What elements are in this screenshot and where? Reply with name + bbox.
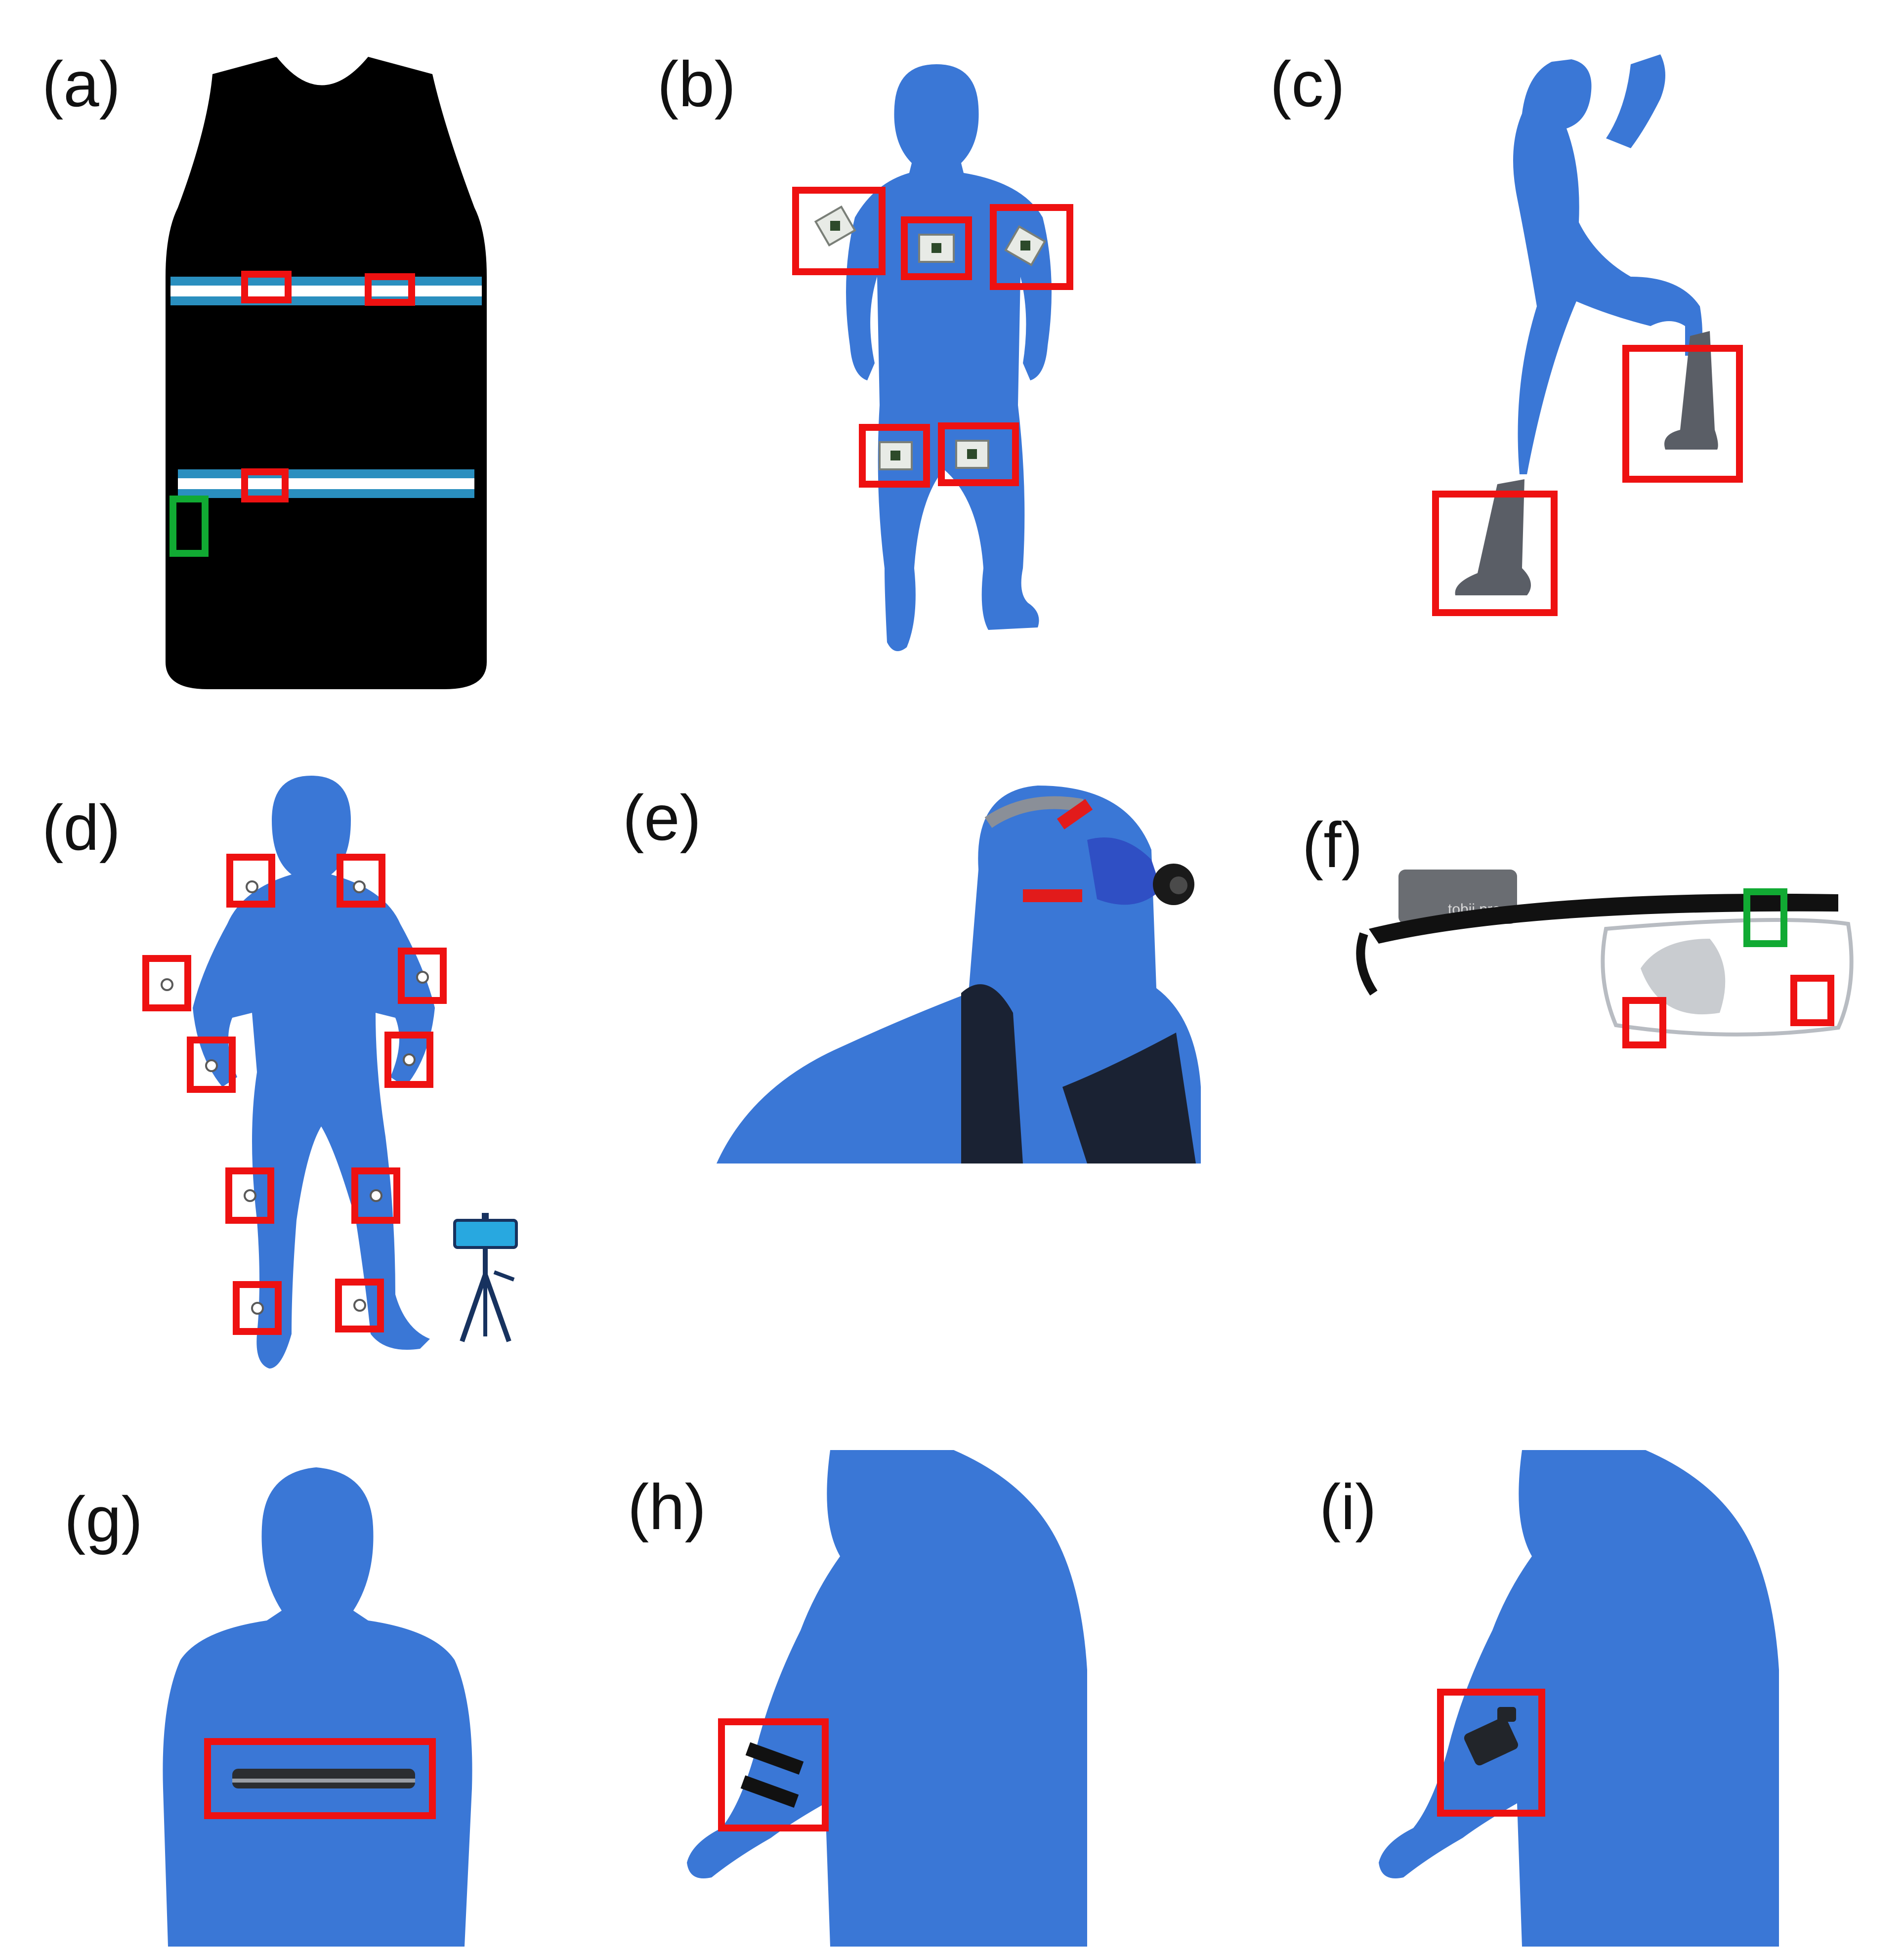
panel-g-label: (g) — [64, 1483, 143, 1555]
camera-tripod-icon — [453, 1213, 518, 1342]
marker-elbow-left-box — [398, 948, 447, 1004]
eye-camera-left-box — [1622, 997, 1666, 1048]
upper-arm-left-box — [990, 204, 1073, 290]
panel-a-label: (a) — [42, 48, 121, 120]
strap-red-upper — [1057, 799, 1093, 830]
shank-lower-box — [1432, 491, 1558, 616]
panel-a: (a) — [42, 48, 487, 689]
marker-knee-right-box — [225, 1167, 274, 1224]
scene-camera-box — [1743, 888, 1787, 947]
upper-arm-right-box — [792, 187, 886, 275]
head-strap — [984, 796, 1084, 828]
marker-wrist-right-box — [187, 1037, 236, 1093]
forearm-band-lower — [740, 1775, 799, 1808]
panel-h: (h) — [628, 1450, 1087, 1947]
imu-chip — [931, 243, 941, 253]
marker-ankle-left — [353, 1299, 366, 1312]
marker-knee-left — [370, 1189, 382, 1202]
marker-ankle-right-box — [233, 1281, 282, 1335]
panel-d-label: (d) — [42, 791, 121, 864]
panel-d: (d) — [42, 776, 518, 1369]
panel-f-label: (f) — [1302, 809, 1363, 881]
marker-shoulder-left-box — [337, 854, 385, 908]
shank-sensor-upper — [1664, 331, 1718, 450]
body-silhouette-arm-device — [1379, 1450, 1779, 1947]
shank-upper-box — [1622, 345, 1743, 483]
chest-box — [901, 216, 972, 280]
panel-e: (e) — [623, 782, 1201, 1163]
forearm-device-box — [1437, 1689, 1545, 1817]
thigh-right-box — [859, 424, 930, 488]
panel-g: (g) — [64, 1467, 472, 1947]
thigh-left-box — [938, 422, 1019, 486]
panel-f: (f) tobii pro — [1302, 809, 1854, 1048]
forearm-band-upper — [745, 1742, 804, 1775]
chest-strap-stripe — [170, 286, 482, 296]
body-silhouette-arm-band — [687, 1450, 1087, 1947]
marker-knee-right — [244, 1189, 256, 1202]
imu-chip — [967, 449, 977, 459]
chest-strap-highlight — [232, 1779, 415, 1783]
chest-sensor-left-box — [241, 271, 292, 303]
panel-i-label: (i) — [1319, 1471, 1376, 1543]
body-silhouette-shoulder — [717, 786, 1201, 1163]
portable-gas-analyzer-vest — [961, 984, 1196, 1163]
shank-sensor-lower — [1455, 479, 1531, 595]
flow-sensor-lens — [1170, 876, 1187, 894]
imu-chip — [890, 451, 900, 460]
marker-shoulder-right-box — [226, 854, 275, 908]
smart-shirt — [166, 57, 487, 689]
marker-ankle-right — [251, 1302, 264, 1315]
waist-sensor-box — [241, 468, 289, 502]
panel-h-label: (h) — [628, 1471, 706, 1543]
marker-shoulder-right — [246, 880, 258, 893]
marker-wrist-left — [403, 1053, 416, 1066]
strap-red-lower — [1023, 889, 1082, 902]
shirt-recorder-box — [169, 496, 209, 557]
marker-ankle-left-box — [335, 1279, 384, 1332]
body-silhouette-climbing — [1513, 54, 1702, 474]
marker-shoulder-left — [353, 880, 366, 893]
marker-wrist-right — [205, 1059, 218, 1072]
imu-chip — [1020, 241, 1030, 250]
panel-c-label: (c) — [1270, 48, 1345, 120]
panel-b: (b) — [657, 48, 1073, 651]
body-silhouette-front — [846, 64, 1052, 651]
marker-elbow-right-box — [142, 955, 191, 1011]
panel-i: (i) — [1319, 1450, 1779, 1947]
chest-strap-box — [204, 1738, 436, 1819]
panel-e-label: (e) — [623, 782, 701, 854]
panel-b-label: (b) — [657, 48, 736, 120]
marker-elbow-right — [161, 978, 173, 991]
forearm-device — [1464, 1717, 1519, 1766]
forearm-band-box — [718, 1718, 829, 1831]
imu-chip — [830, 221, 840, 231]
eye-camera-right-box — [1790, 975, 1834, 1026]
face-mask — [1087, 837, 1161, 905]
chest-sensor-right-box — [365, 273, 415, 306]
forearm-device-clip — [1497, 1707, 1516, 1722]
waist-strap-stripe — [178, 478, 474, 489]
marker-elbow-left — [416, 971, 429, 984]
panel-c: (c) — [1270, 48, 1743, 616]
body-silhouette-torso — [163, 1467, 472, 1947]
marker-knee-left-box — [351, 1167, 400, 1224]
marker-wrist-left-box — [384, 1032, 433, 1088]
